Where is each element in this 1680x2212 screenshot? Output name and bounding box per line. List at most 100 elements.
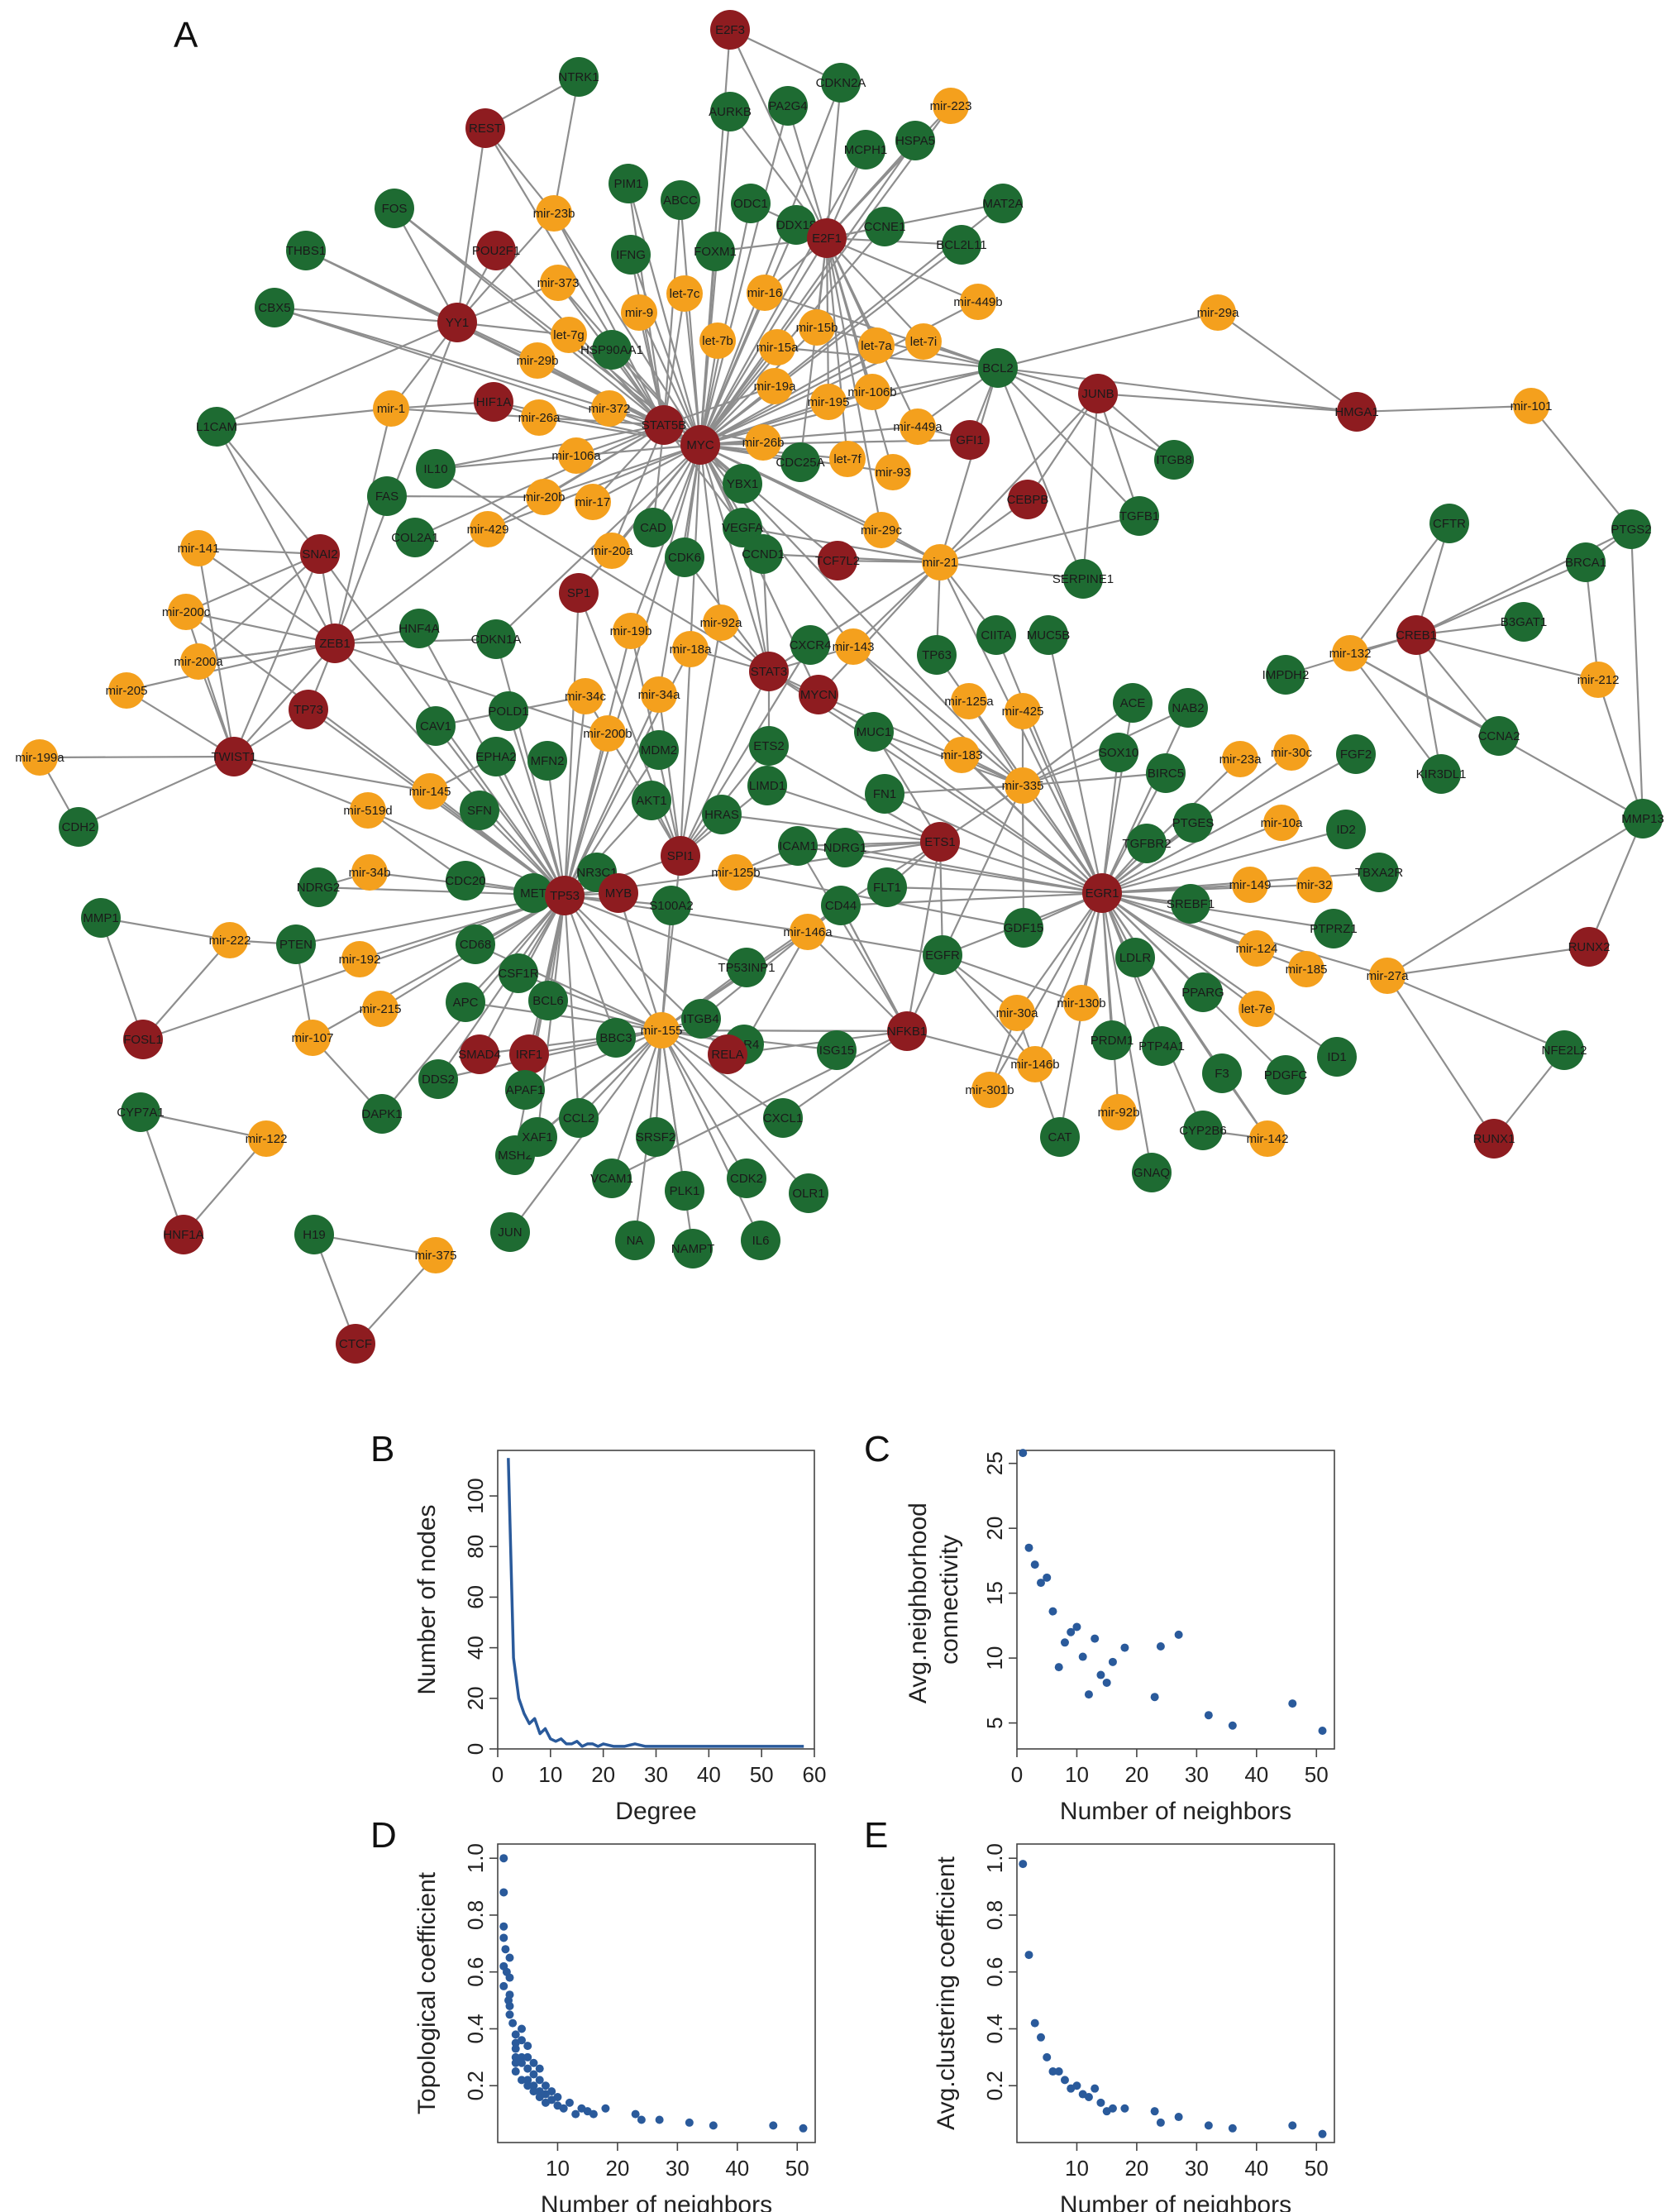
network-node-mir-149[interactable]: mir-149	[1229, 867, 1272, 903]
network-node-muc1[interactable]: MUC1	[854, 712, 894, 752]
network-node-srsf2[interactable]: SRSF2	[636, 1117, 675, 1157]
network-node-let-7a[interactable]: let-7a	[858, 327, 895, 364]
network-node-ybx1[interactable]: YBX1	[723, 464, 762, 504]
network-node-mir-101[interactable]: mir-101	[1511, 388, 1553, 424]
network-node-mmp13[interactable]: MMP13	[1621, 799, 1664, 838]
network-node-prdm1[interactable]: PRDM1	[1091, 1020, 1134, 1060]
network-node-mir-30a[interactable]: mir-30a	[996, 995, 1039, 1031]
network-node-runx2[interactable]: RUNX2	[1568, 927, 1611, 967]
network-node-muc5b[interactable]: MUC5B	[1027, 615, 1071, 655]
network-node-csf1r[interactable]: CSF1R	[498, 953, 539, 993]
network-node-let-7c[interactable]: let-7c	[666, 275, 703, 312]
network-node-cd68[interactable]: CD68	[456, 924, 495, 964]
network-node-gdf15[interactable]: GDF15	[1004, 908, 1043, 948]
network-node-cyp7a1[interactable]: CYP7A1	[117, 1092, 165, 1132]
network-node-mir-122[interactable]: mir-122	[246, 1120, 288, 1157]
network-node-pold1[interactable]: POLD1	[488, 691, 529, 731]
network-node-dapk1[interactable]: DAPK1	[361, 1094, 403, 1134]
network-node-akt1[interactable]: AKT1	[632, 781, 671, 820]
network-node-ndrg2[interactable]: NDRG2	[297, 867, 341, 907]
network-node-yy1[interactable]: YY1	[437, 303, 477, 342]
network-node-brca1[interactable]: BRCA1	[1565, 542, 1606, 582]
network-node-mir-26a[interactable]: mir-26a	[518, 399, 561, 436]
network-node-hif1a[interactable]: HIF1A	[474, 382, 513, 422]
network-node-pdgfc[interactable]: PDGFC	[1264, 1055, 1308, 1095]
network-node-fas[interactable]: FAS	[367, 476, 407, 516]
network-node-mir-185[interactable]: mir-185	[1286, 951, 1328, 987]
network-node-dds2[interactable]: DDS2	[418, 1059, 458, 1099]
network-node-ptp4a1[interactable]: PTP4A1	[1138, 1026, 1185, 1066]
network-node-twist1[interactable]: TWIST1	[212, 737, 257, 776]
network-node-cdh2[interactable]: CDH2	[59, 807, 98, 847]
network-node-mir-10a[interactable]: mir-10a	[1261, 805, 1304, 841]
network-node-sfn[interactable]: SFN	[460, 791, 499, 830]
network-node-l1cam[interactable]: L1CAM	[196, 407, 237, 447]
network-node-pten[interactable]: PTEN	[276, 924, 316, 964]
network-node-mir-1[interactable]: mir-1	[373, 390, 409, 427]
network-node-b3gat1[interactable]: B3GAT1	[1501, 602, 1547, 642]
network-node-ccl2[interactable]: CCL2	[559, 1098, 599, 1138]
network-node-serpine1[interactable]: SERPINE1	[1052, 559, 1114, 599]
network-node-mfn2[interactable]: MFN2	[527, 741, 567, 781]
network-node-mir-32[interactable]: mir-32	[1296, 867, 1333, 903]
network-node-limd1[interactable]: LIMD1	[747, 766, 787, 805]
network-node-tbxa2r[interactable]: TBXA2R	[1355, 853, 1404, 892]
network-node-mir-107[interactable]: mir-107	[292, 1020, 334, 1056]
network-node-gnaq[interactable]: GNAQ	[1132, 1153, 1172, 1192]
network-node-bcl6[interactable]: BCL6	[528, 981, 568, 1020]
network-node-foxm1[interactable]: FOXM1	[694, 232, 737, 271]
network-node-ndrg1[interactable]: NDRG1	[823, 828, 867, 867]
network-node-tgfb1[interactable]: TGFB1	[1119, 496, 1159, 536]
network-node-mir-19a[interactable]: mir-19a	[754, 368, 797, 404]
network-node-rela[interactable]: RELA	[708, 1034, 747, 1074]
network-node-tp63[interactable]: TP63	[917, 635, 957, 675]
network-node-srebf1[interactable]: SREBF1	[1167, 884, 1215, 924]
network-node-mir-195[interactable]: mir-195	[808, 384, 850, 420]
network-node-mir-125b[interactable]: mir-125b	[711, 854, 761, 891]
network-node-junb[interactable]: JUNB	[1078, 374, 1118, 413]
network-node-mmp1[interactable]: MMP1	[81, 898, 121, 938]
network-node-egr1[interactable]: EGR1	[1082, 873, 1122, 913]
network-node-mir-17[interactable]: mir-17	[575, 484, 611, 520]
network-node-stat3[interactable]: STAT3	[749, 652, 789, 691]
network-node-mdm2[interactable]: MDM2	[639, 730, 679, 770]
network-node-cav1[interactable]: CAV1	[416, 706, 456, 746]
network-node-mir-21[interactable]: mir-21	[922, 544, 958, 580]
network-node-mycn[interactable]: MYCN	[799, 675, 838, 714]
network-node-mir-199a[interactable]: mir-199a	[15, 739, 64, 776]
network-node-pa2g4[interactable]: PA2G4	[768, 86, 808, 126]
network-node-mir-93[interactable]: mir-93	[875, 454, 911, 490]
network-node-mir-146a[interactable]: mir-146a	[783, 914, 833, 950]
network-node-mir-34a[interactable]: mir-34a	[638, 676, 681, 713]
network-node-hnf1a[interactable]: HNF1A	[163, 1215, 204, 1254]
network-node-mir-141[interactable]: mir-141	[178, 530, 220, 566]
network-node-cdkn1a[interactable]: CDKN1A	[471, 619, 522, 659]
network-node-icam1[interactable]: ICAM1	[778, 826, 818, 866]
network-node-mir-222[interactable]: mir-222	[209, 922, 251, 958]
network-node-na[interactable]: NA	[615, 1221, 655, 1260]
network-node-met[interactable]: MET	[513, 873, 553, 913]
network-node-cad[interactable]: CAD	[633, 508, 673, 547]
network-node-creb1[interactable]: CREB1	[1396, 615, 1437, 655]
network-node-itgb8[interactable]: ITGB8	[1154, 440, 1194, 480]
network-node-mir-449b[interactable]: mir-449b	[953, 284, 1003, 320]
network-node-mir-15b[interactable]: mir-15b	[796, 309, 838, 346]
network-node-ptges[interactable]: PTGES	[1172, 803, 1215, 843]
network-node-mir-429[interactable]: mir-429	[467, 511, 509, 547]
network-node-mir-200b[interactable]: mir-200b	[583, 715, 632, 752]
network-node-mir-20b[interactable]: mir-20b	[523, 479, 566, 515]
network-node-myb[interactable]: MYB	[599, 873, 638, 913]
network-node-stat5b[interactable]: STAT5B	[642, 405, 686, 445]
network-node-mir-29c[interactable]: mir-29c	[861, 512, 903, 548]
network-node-myc[interactable]: MYC	[680, 425, 720, 465]
network-node-aurkb[interactable]: AURKB	[709, 92, 752, 131]
network-node-mir-205[interactable]: mir-205	[106, 672, 148, 709]
network-node-hnf4a[interactable]: HNF4A	[399, 609, 440, 648]
network-node-mir-92a[interactable]: mir-92a	[700, 604, 743, 641]
network-node-birc5[interactable]: BIRC5	[1146, 753, 1186, 793]
network-node-mir-215[interactable]: mir-215	[360, 991, 402, 1027]
network-node-ccna2[interactable]: CCNA2	[1478, 716, 1520, 756]
network-node-cebpb[interactable]: CEBPB	[1007, 480, 1049, 519]
network-node-mir-18a[interactable]: mir-18a	[670, 631, 713, 667]
network-node-tp73[interactable]: TP73	[289, 690, 328, 729]
